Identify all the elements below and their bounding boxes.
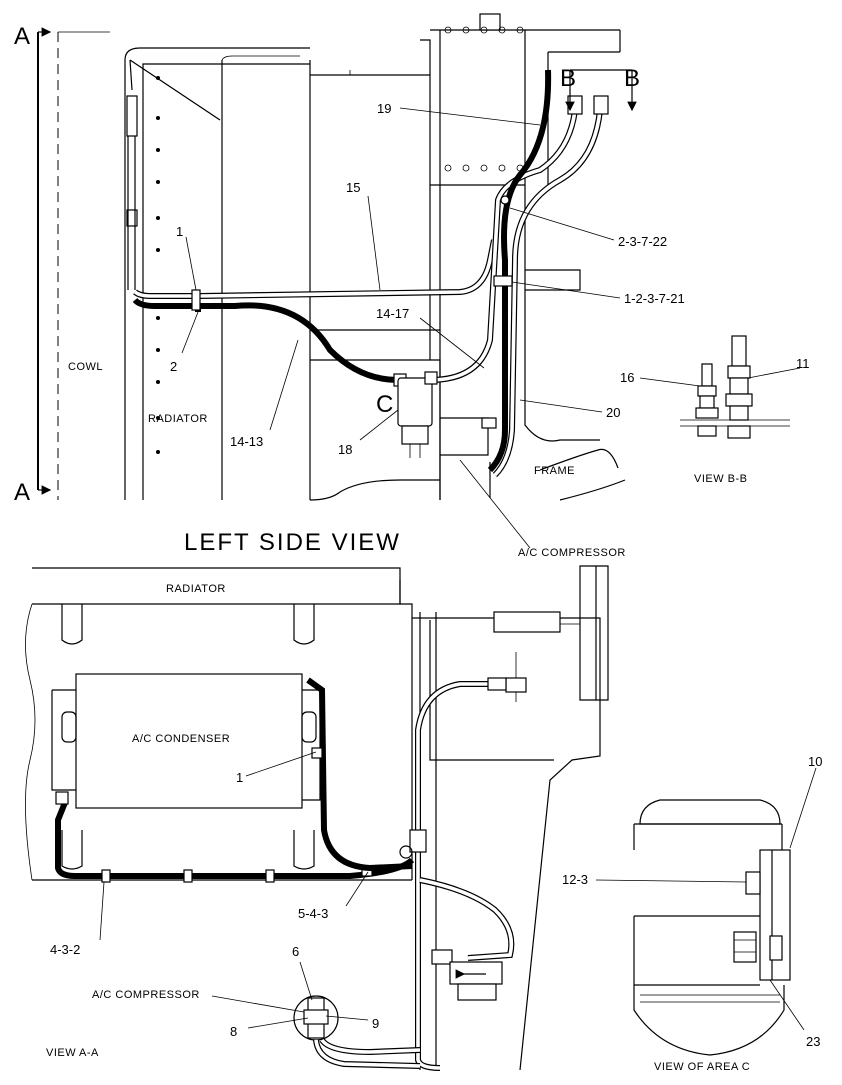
left-side-view: A A (14, 13, 685, 559)
callout-23: 23 (806, 1034, 820, 1049)
title-view-a-a: VIEW A-A (46, 1047, 99, 1059)
title-view-b-b: VIEW B-B (694, 473, 748, 485)
callout-12-3: 12-3 (562, 872, 588, 887)
radiator-bolts (156, 76, 160, 454)
view-b-b: 16 11 VIEW B-B (620, 335, 810, 485)
callout-14-17: 14-17 (376, 306, 409, 321)
view-area-c: 10 12-3 23 VIEW OF AREA C (562, 754, 822, 1073)
callout-1-aa: 1 (236, 770, 243, 785)
title-left-side-view: LEFT SIDE VIEW (184, 529, 401, 556)
fitting-11 (725, 335, 753, 439)
label-radiator-left: RADIATOR (148, 413, 208, 425)
leaders-view-a-a (99, 751, 369, 1029)
receiver-drier-aa (449, 961, 503, 1001)
section-line-a: A A (14, 23, 110, 506)
section-mark-a-bottom: A (14, 479, 32, 506)
callout-8: 8 (230, 1024, 237, 1039)
b-b-fittings: B B (560, 65, 642, 115)
callout-11: 11 (796, 356, 810, 371)
engine-block-bolts (444, 26, 524, 172)
callout-16: 16 (620, 370, 634, 385)
title-view-area-c: VIEW OF AREA C (654, 1061, 750, 1073)
radiator-top (25, 567, 413, 881)
fitting-16 (695, 363, 719, 437)
hose-to-drier-aa (419, 877, 515, 965)
hose-upper-aa (399, 677, 507, 1071)
section-mark-b-right: B (624, 65, 642, 92)
callout-14-13: 14-13 (230, 434, 263, 449)
callout-5-4-3: 5-4-3 (298, 906, 328, 921)
cowl-outline (124, 47, 311, 500)
label-ac-condenser: A/C CONDENSER (132, 733, 230, 745)
hose-14-17 (429, 109, 578, 383)
leaders-left-side (181, 107, 621, 549)
section-mark-b-left: B (560, 65, 578, 92)
engine-side (412, 565, 609, 1071)
ac-condenser: A/C CONDENSER (51, 673, 321, 870)
callout-1-2-3-7-21: 1-2-3-7-21 (624, 291, 685, 306)
compressor-aa (293, 995, 421, 1069)
callout-19: 19 (377, 101, 391, 116)
label-frame: FRAME (534, 465, 575, 477)
label-compressor-aa: A/C COMPRESSOR (92, 989, 200, 1001)
callout-6: 6 (292, 944, 299, 959)
section-mark-c: C (376, 391, 395, 418)
callout-4-3-2: 4-3-2 (50, 942, 80, 957)
view-a-a: A/C CONDENSER (25, 565, 609, 1071)
callout-9: 9 (372, 1016, 379, 1031)
radiator-side-tube (126, 59, 221, 290)
hose-15 (133, 239, 497, 299)
section-mark-a-top: A (14, 23, 32, 50)
hose-20 (492, 109, 603, 478)
frame-rail (339, 448, 626, 501)
callout-15: 15 (346, 180, 360, 195)
callout-2-3-7-22: 2-3-7-22 (618, 234, 667, 249)
callout-10: 10 (808, 754, 822, 769)
callout-18: 18 (338, 442, 352, 457)
label-radiator-aa: RADIATOR (166, 583, 226, 595)
callout-1: 1 (176, 224, 183, 239)
compressor-left-view (440, 417, 497, 456)
callout-2: 2 (170, 359, 177, 374)
label-compressor-left: A/C COMPRESSOR (518, 547, 626, 559)
receiver-drier-18 (397, 371, 438, 458)
callout-20: 20 (606, 405, 620, 420)
label-cowl: COWL (68, 361, 103, 373)
hose-5-4-3 (55, 677, 413, 872)
